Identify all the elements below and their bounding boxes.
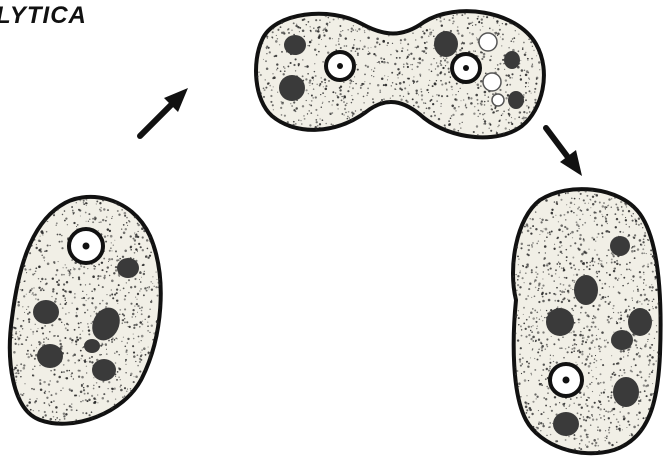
- food-vacuole: [508, 91, 524, 109]
- cell-after-division: [507, 182, 663, 459]
- food-vacuole: [610, 236, 630, 256]
- nucleus: [326, 52, 354, 80]
- dividing-cell: [251, 3, 551, 141]
- food-vacuole: [37, 344, 63, 368]
- arrow-stage2-to-stage3: [546, 128, 582, 176]
- arrow-stage1-to-stage2: [140, 88, 188, 136]
- food-vacuole: [553, 412, 579, 436]
- karyosome: [463, 65, 469, 71]
- karyosome: [83, 243, 90, 250]
- food-vacuole: [613, 377, 639, 407]
- food-vacuole: [574, 275, 598, 305]
- karyosome: [563, 377, 570, 384]
- single-cell: [7, 191, 166, 432]
- food-vacuole: [33, 300, 59, 324]
- food-vacuole: [92, 359, 116, 381]
- food-vacuole: [279, 75, 305, 101]
- nucleus: [550, 364, 582, 396]
- food-vacuole: [117, 258, 139, 278]
- food-vacuole: [611, 330, 633, 350]
- food-vacuole: [628, 308, 652, 336]
- food-vacuole: [504, 51, 520, 69]
- food-vacuole: [546, 308, 574, 336]
- nucleus: [452, 54, 480, 82]
- food-vacuole: [434, 31, 458, 57]
- food-vacuole: [284, 35, 306, 55]
- karyosome: [337, 63, 343, 69]
- nucleus: [69, 229, 103, 263]
- food-vacuole: [84, 339, 100, 353]
